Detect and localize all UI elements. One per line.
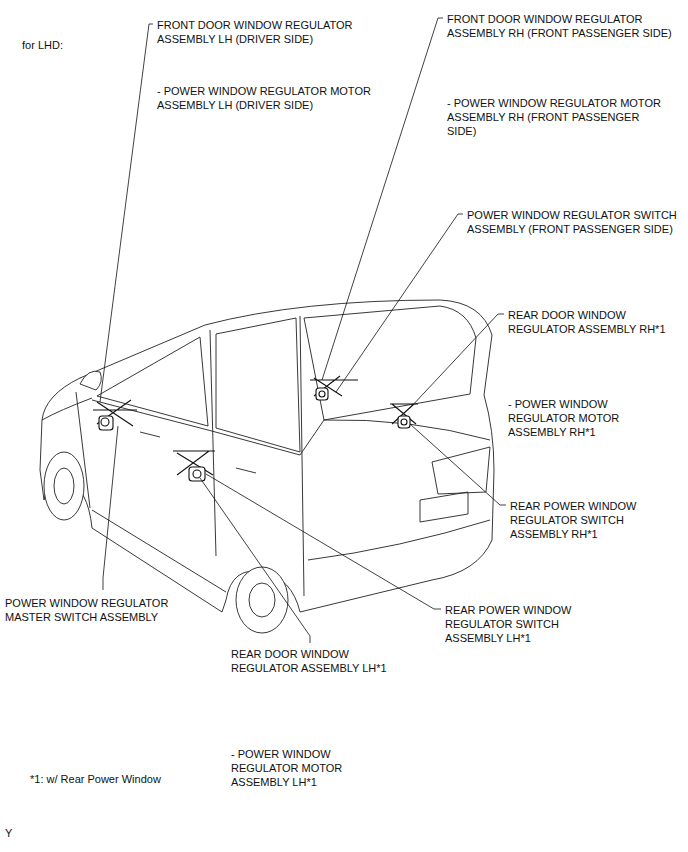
plate (420, 492, 468, 522)
drawing-part (398, 416, 410, 428)
part-name: - POWER WINDOW REGULATOR MOTOR ASSEMBLY … (508, 397, 674, 439)
drawing-part (99, 416, 113, 430)
regulator-rear-lh (173, 451, 215, 481)
footnote: *1: w/ Rear Power Window (30, 772, 220, 786)
part-name: REAR DOOR WINDOW REGULATOR ASSEMBLY LH*1 (231, 647, 387, 675)
part-name: REAR DOOR WINDOW REGULATOR ASSEMBLY RH*1 (508, 308, 674, 336)
rear-wheel (236, 567, 288, 633)
part-name: POWER WINDOW REGULATOR MASTER SWITCH ASS… (5, 596, 205, 624)
front-wheel (44, 452, 84, 520)
part-name: - POWER WINDOW REGULATOR MOTOR ASSEMBLY … (231, 747, 387, 789)
beltline (92, 400, 324, 455)
part-name: FRONT DOOR WINDOW REGULATOR ASSEMBLY LH … (157, 18, 387, 46)
part-name: - POWER WINDOW REGULATOR MOTOR ASSEMBLY … (447, 96, 669, 138)
bumper-line (308, 520, 490, 560)
part-name: REAR POWER WINDOW REGULATOR SWITCH ASSEM… (445, 603, 611, 645)
leader-line (410, 424, 506, 505)
hood-line (42, 398, 92, 420)
drawing-part (316, 388, 328, 400)
drawing-part (101, 418, 109, 426)
drawing-part (319, 391, 325, 397)
part-name: - POWER WINDOW REGULATOR MOTOR ASSEMBLY … (157, 84, 387, 112)
leader-line (410, 314, 504, 408)
drawing-part (401, 419, 407, 425)
car-body (40, 300, 494, 633)
rear-door-handle (236, 468, 256, 473)
front-door-handle (140, 432, 160, 437)
leader-line (100, 24, 153, 402)
part-name: REAR POWER WINDOW REGULATOR SWITCH ASSEM… (510, 499, 676, 541)
part-name: POWER WINDOW REGULATOR SWITCH ASSEMBLY (… (467, 208, 679, 236)
leader-lines (100, 18, 506, 643)
figure-mark: Y (5, 826, 45, 840)
mirror (80, 371, 101, 390)
leader-line (206, 474, 441, 609)
drawing-part (193, 470, 201, 478)
drawing-part (390, 404, 418, 424)
rear-door-window (216, 318, 300, 452)
front-wheel-hub (54, 468, 74, 504)
rear-door-edge (300, 316, 304, 596)
leader-line (103, 426, 118, 590)
regulator-front-lh (93, 400, 137, 430)
leader-line (200, 478, 310, 643)
leader-line (322, 18, 443, 380)
rocker (92, 510, 226, 592)
body-outline (40, 300, 494, 612)
drawing-part (189, 467, 205, 481)
b-pillar-edge (210, 330, 216, 556)
tail-light (432, 447, 490, 494)
regulator-front-rh (310, 376, 358, 400)
rear-hatch-window (304, 306, 476, 420)
tail-line (324, 420, 490, 440)
header-note: for LHD: (22, 38, 142, 52)
regulator-rear-rh (390, 404, 418, 428)
leader-line (336, 214, 463, 392)
part-name: FRONT DOOR WINDOW REGULATOR ASSEMBLY RH … (447, 12, 679, 40)
rear-wheel-hub (249, 583, 275, 617)
